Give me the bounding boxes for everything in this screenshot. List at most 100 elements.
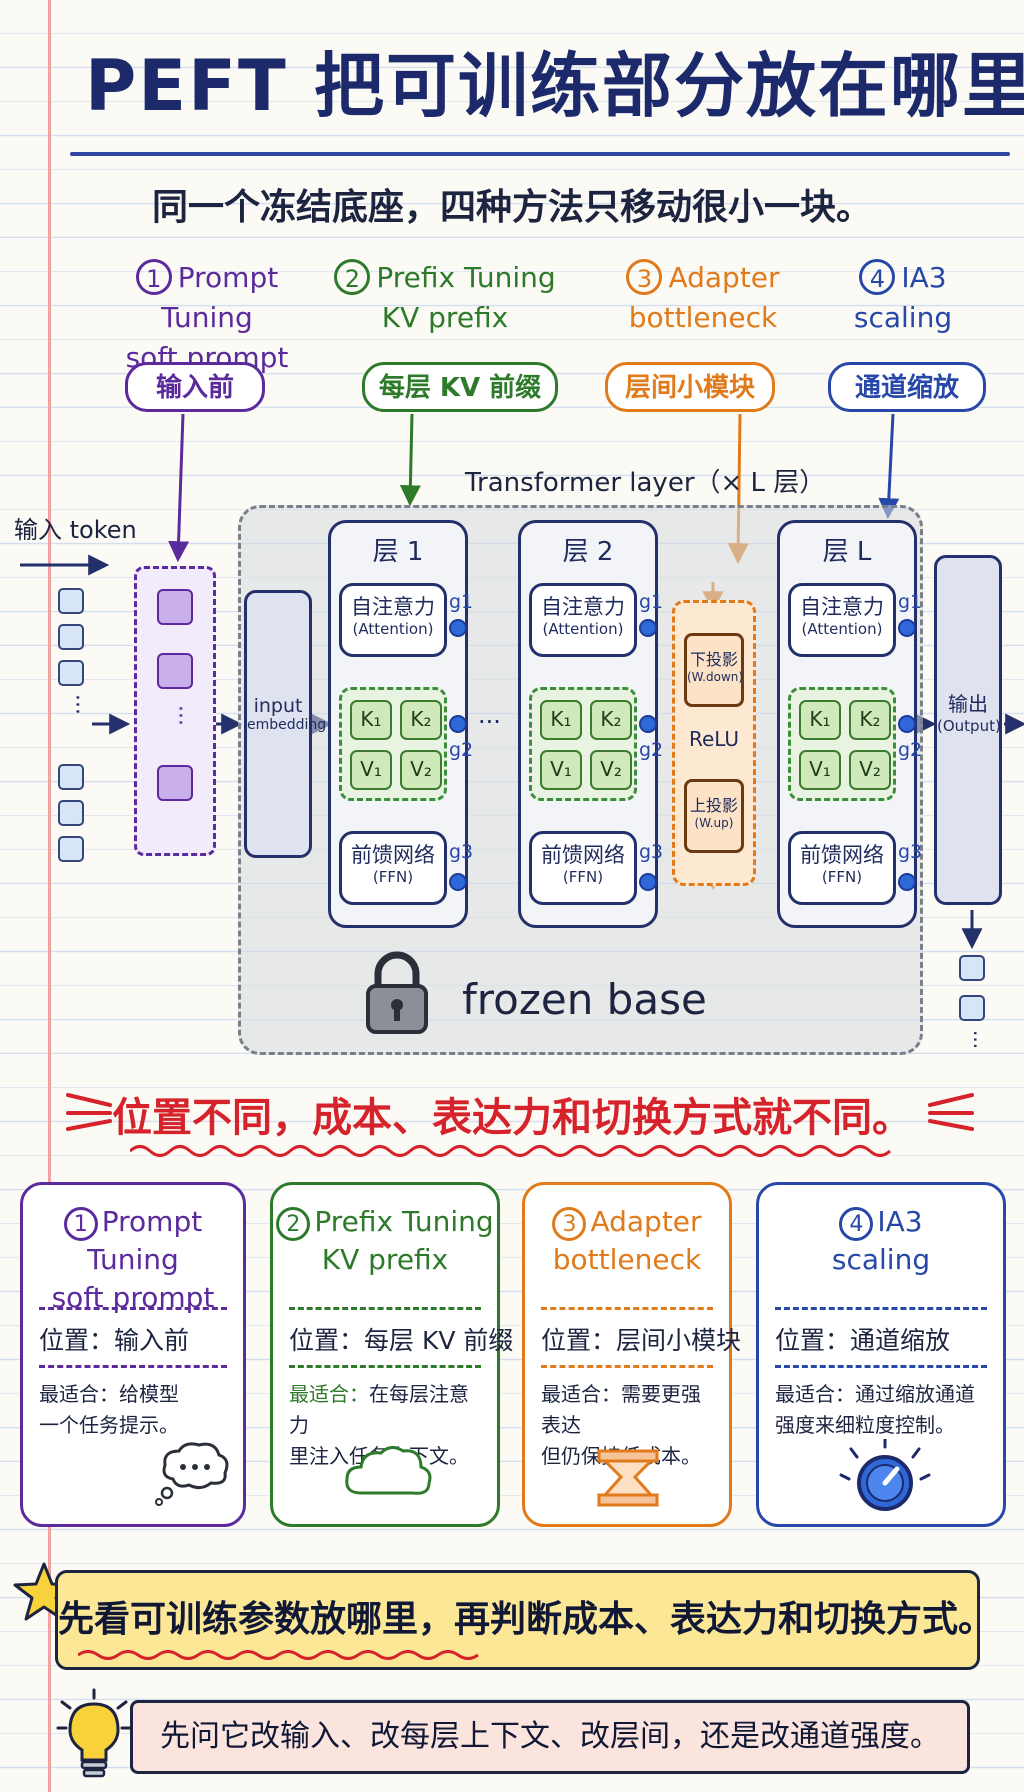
card-number: 1	[63, 1207, 98, 1241]
method-number: 2	[334, 259, 371, 295]
attention-label: 自注意力	[800, 595, 884, 619]
card-name: Prefix Tuning	[314, 1205, 494, 1238]
attention-box: 自注意力 (Attention)	[339, 583, 447, 657]
down-projection-box: 下投影 (W.down)	[684, 633, 744, 707]
card-best-text: 给模型	[119, 1382, 179, 1406]
v2-cell: V₂	[400, 750, 442, 790]
ia3-scale-dot	[449, 715, 467, 733]
k1-cell: K₁	[350, 700, 392, 740]
ia3-scale-dot	[449, 619, 467, 637]
k2-cell: K₂	[400, 700, 442, 740]
output-token	[959, 995, 985, 1021]
ia3-scale-dot	[639, 715, 657, 733]
notebook-margin-line	[48, 0, 51, 1792]
card-best-text: 通过缩放通道	[855, 1382, 975, 1406]
attention-en-label: (Attention)	[801, 620, 883, 638]
card-name: IA3	[877, 1205, 923, 1238]
output-token	[959, 955, 985, 981]
input-token	[58, 800, 84, 826]
tag-pill-adapter: 层间小模块	[605, 362, 775, 412]
g2-label: g2	[639, 739, 664, 761]
v2-cell: V₂	[849, 750, 891, 790]
k1-cell: K₁	[799, 700, 841, 740]
v2-cell: V₂	[590, 750, 632, 790]
card-divider	[775, 1307, 987, 1310]
embedding-line-1: input	[253, 695, 303, 717]
ia3-scale-dot	[898, 715, 916, 733]
card-best-text-2: 强度来细粒度控制。	[775, 1413, 955, 1437]
card-sub: bottleneck	[552, 1243, 702, 1276]
input-token-label: 输入 token	[14, 516, 137, 544]
card-number: 4	[839, 1207, 874, 1241]
warning-text: 位置不同，成本、表达力和切换方式就不同。	[112, 1095, 912, 1141]
layer-title: 层 L	[822, 537, 872, 567]
card-divider	[775, 1365, 987, 1368]
title-underline	[70, 152, 1010, 156]
g1-label: g1	[449, 591, 474, 613]
input-embedding-box: input embedding	[244, 590, 326, 858]
ffn-en-label: (FFN)	[562, 868, 604, 886]
card-divider	[289, 1365, 481, 1368]
banner-underline	[78, 1650, 479, 1660]
method-number: 4	[859, 259, 896, 295]
ffn-en-label: (FFN)	[821, 868, 863, 886]
card-position: 位置：输入前	[39, 1326, 190, 1355]
method-name: IA3	[901, 261, 947, 294]
card-best-label: 最适合：	[775, 1382, 855, 1406]
card-sub: scaling	[831, 1243, 931, 1276]
output-en-label: (Output)	[937, 717, 1001, 735]
card-position: 位置：每层 KV 前缀	[289, 1326, 514, 1355]
kv-prefix-box: K₁ K₂ V₁ V₂	[529, 687, 637, 801]
warning-squiggle	[130, 1145, 892, 1157]
card-best-label: 最适合：	[39, 1382, 119, 1406]
frozen-base-label: frozen base	[462, 975, 707, 1024]
ia3-scale-dot	[898, 873, 916, 891]
g1-label: g1	[639, 591, 664, 613]
method-number: 3	[626, 259, 663, 295]
ffn-box: 前馈网络 (FFN)	[529, 831, 637, 905]
soft-prompt-token	[157, 653, 193, 689]
method-sub: bottleneck	[628, 301, 778, 334]
thought-bubble-icon	[155, 1442, 229, 1506]
g3-label: g3	[898, 841, 923, 863]
adapter-module: 下投影 (W.down) ReLU 上投影 (W.up)	[672, 600, 756, 886]
method-sub: scaling	[853, 301, 953, 334]
layer-ellipsis: ···	[478, 708, 501, 736]
card-best-text: 在每层注意力	[289, 1382, 469, 1437]
k2-cell: K₂	[849, 700, 891, 740]
up-projection-label: 上投影	[689, 796, 738, 815]
ffn-box: 前馈网络 (FFN)	[339, 831, 447, 905]
ffn-en-label: (FFN)	[372, 868, 414, 886]
method-name: Prefix Tuning	[376, 261, 556, 294]
lock-icon	[366, 951, 428, 1034]
attention-label: 自注意力	[541, 595, 625, 619]
card-divider	[541, 1365, 713, 1368]
output-label: 输出	[948, 692, 988, 716]
kv-prefix-box: K₁ K₂ V₁ V₂	[339, 687, 447, 801]
method-name: Prompt Tuning	[161, 261, 279, 334]
up-projection-en: (W.up)	[694, 816, 734, 830]
dial-knob-icon	[839, 1439, 931, 1511]
input-token	[58, 624, 84, 650]
ia3-scale-dot	[639, 873, 657, 891]
footer-note: 先问它改输入、改每层上下文、改层间，还是改通道强度。	[130, 1700, 970, 1774]
card-best-text: 需要更强表达	[541, 1382, 701, 1437]
down-projection-label: 下投影	[689, 650, 738, 669]
input-token	[58, 588, 84, 614]
tag-pill-prompt: 输入前	[125, 362, 265, 412]
ia3-scale-dot	[639, 619, 657, 637]
output-box: 输出 (Output)	[934, 555, 1002, 905]
card-position: 位置：通道缩放	[775, 1326, 951, 1355]
card-divider	[39, 1365, 227, 1368]
method-sub: KV prefix	[381, 301, 509, 334]
k1-cell: K₁	[540, 700, 582, 740]
card-divider	[289, 1307, 481, 1310]
layer-L: 层 L 自注意力 (Attention) K₁ K₂ V₁ V₂ 前馈网络 (F…	[777, 520, 922, 928]
soft-prompt-ellipsis: ···	[167, 705, 192, 726]
layer-2: 层 2 自注意力 (Attention) K₁ K₂ V₁ V₂ 前馈网络 (F…	[518, 520, 663, 928]
